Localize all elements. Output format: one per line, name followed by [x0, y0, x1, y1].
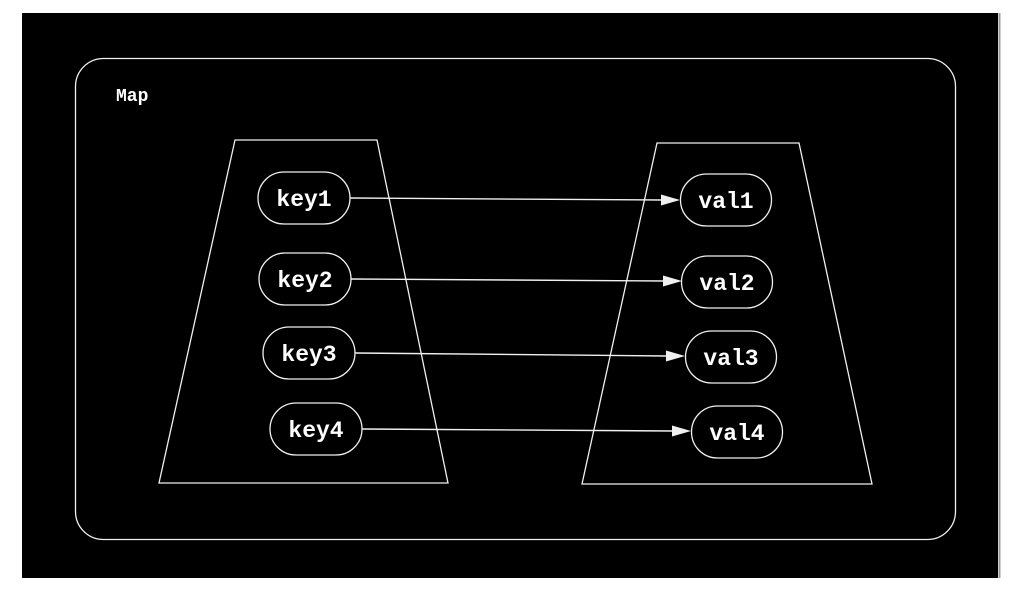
- key-label: key3: [281, 342, 336, 368]
- key-label: key4: [288, 418, 343, 444]
- map-entry: key3 val3: [262, 326, 778, 384]
- value-node: [679, 173, 773, 227]
- value-label: val4: [709, 421, 764, 447]
- map-boundary-box: [74, 57, 957, 541]
- key-label: key2: [277, 268, 332, 294]
- map-entry: key1 val1: [257, 171, 773, 227]
- arrow-head-icon: [666, 350, 685, 362]
- value-node: [680, 255, 774, 309]
- map-entry: key4 val4: [269, 402, 784, 459]
- value-label: val1: [698, 189, 753, 215]
- map-title: Map: [116, 87, 148, 107]
- arrow-head-icon: [663, 275, 682, 287]
- arrow-line: [361, 428, 674, 432]
- value-label: val2: [699, 271, 754, 297]
- keys-trapezoid: [158, 139, 449, 484]
- key-node: [269, 402, 363, 456]
- value-node: [690, 405, 784, 459]
- arrow-line: [354, 352, 668, 357]
- key-node: [257, 171, 351, 225]
- value-label: val3: [703, 346, 758, 372]
- key-label: key1: [276, 187, 331, 213]
- values-trapezoid: [581, 142, 873, 485]
- key-node: [262, 326, 356, 380]
- key-node: [258, 252, 352, 306]
- arrow-head-icon: [672, 425, 691, 437]
- map-entry: key2 val2: [258, 252, 774, 309]
- arrow-line: [349, 197, 663, 201]
- arrow-head-icon: [661, 194, 680, 206]
- diagram-background: [22, 13, 998, 578]
- value-node: [684, 330, 778, 384]
- arrow-line: [350, 278, 665, 282]
